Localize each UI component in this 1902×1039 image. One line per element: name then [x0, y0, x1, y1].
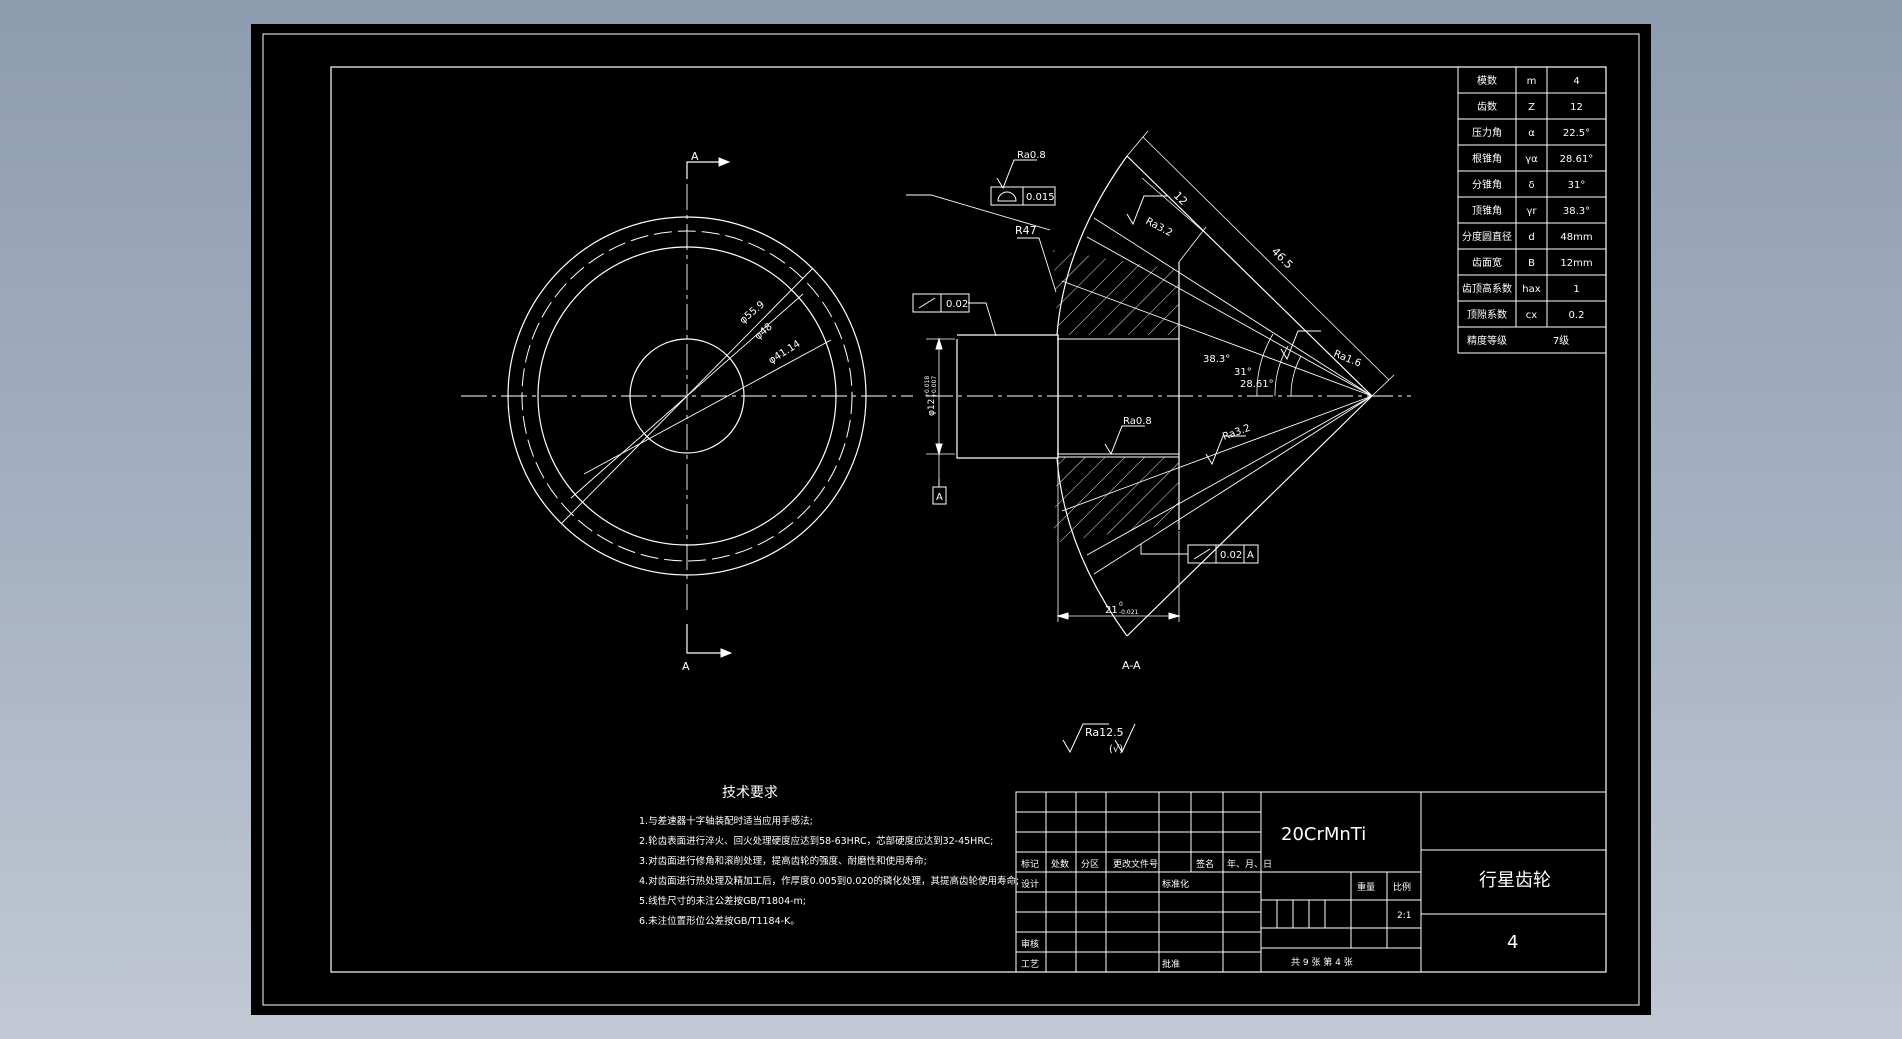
cone-distance-dim: 46.5: [1269, 245, 1296, 272]
gtol-runout1-value: 0.02: [946, 299, 968, 310]
param-symbol: γα: [1525, 154, 1538, 165]
angle-root: 28.61°: [1240, 379, 1274, 390]
front-dim-1: φ55.9: [738, 299, 767, 326]
section-label-top: A: [691, 150, 699, 163]
drawing-number: 4: [1507, 932, 1518, 953]
front-dim-2: φ48: [753, 321, 775, 342]
section-view: [906, 130, 1411, 637]
rev-header-mark: 标记: [1021, 858, 1039, 870]
gtol-profile-value: 0.015: [1026, 192, 1055, 203]
tech-req-list: 1.与差速器十字轴装配时适当应用手感法; 2.轮齿表面进行淬火、回火处理硬度应达…: [639, 815, 1019, 927]
drawing-viewport[interactable]: A A φ55.9 φ48 φ41.14: [251, 24, 1651, 1015]
gtol-runout1-frame: [912, 293, 970, 313]
param-name: 顶锥角: [1472, 205, 1502, 217]
tech-req-item: 3.对齿面进行修角和滚削处理，提高齿轮的强度、耐磨性和使用寿命;: [639, 855, 927, 867]
param-value: 12mm: [1560, 258, 1592, 269]
svg-text:φ12: φ12: [927, 399, 937, 416]
section-view-label: A-A: [1122, 659, 1141, 672]
front-dim-3: φ41.14: [767, 339, 803, 367]
param-symbol: Z: [1528, 102, 1535, 113]
standardize-label: 标准化: [1162, 878, 1189, 890]
roughness-4: Ra0.8: [1123, 416, 1152, 427]
param-value: 31°: [1568, 180, 1586, 191]
gtol-profile-frame: [990, 186, 1056, 206]
svg-text:+0.007: +0.007: [931, 376, 938, 398]
param-name: 根锥角: [1472, 152, 1502, 165]
param-name: 齿数: [1477, 100, 1497, 113]
param-value: 0.2: [1569, 310, 1585, 321]
rev-header-zone: 分区: [1081, 859, 1099, 870]
part-name: 行星齿轮: [1479, 870, 1551, 891]
param-value: 38.3°: [1563, 206, 1590, 217]
param-symbol: γr: [1526, 206, 1537, 217]
process-label: 工艺: [1021, 959, 1039, 970]
gtol-runout2-frame: [1187, 544, 1259, 564]
param-symbol: m: [1527, 76, 1537, 87]
sheet-count: 共 9 张 第 4 张: [1291, 956, 1353, 968]
roughness-3: Ra1.6: [1332, 349, 1363, 370]
tech-req-item: 5.线性尺寸的未注公差按GB/T1804-m;: [639, 895, 806, 907]
param-value: 4: [1573, 76, 1579, 87]
section-label-bottom: A: [682, 660, 690, 673]
rev-header-date: 年、月、日: [1227, 858, 1272, 870]
roughness-2: Ra3.2: [1144, 216, 1175, 239]
tech-req-item: 2.轮齿表面进行淬火、回火处理硬度应达到58-63HRC，芯部硬度应达到32-4…: [639, 835, 993, 847]
general-roughness-suffix: (√): [1109, 744, 1123, 755]
angle-pitch: 31°: [1234, 367, 1252, 378]
param-name: 分度圆直径: [1462, 230, 1512, 243]
title-block: [1015, 791, 1607, 973]
roughness-5: Ra3.2: [1221, 423, 1252, 443]
param-symbol: cx: [1526, 310, 1537, 321]
width-tol-lower: -0.021: [1119, 609, 1139, 616]
tech-req-title: 技术要求: [722, 785, 778, 801]
param-symbol: δ: [1528, 180, 1534, 191]
param-symbol: B: [1528, 258, 1535, 269]
param-symbol: d: [1528, 232, 1534, 243]
rev-header-doc: 更改文件号: [1113, 858, 1158, 870]
material: 20CrMnTi: [1281, 824, 1366, 845]
designer-label: 设计: [1021, 878, 1039, 890]
param-name: 齿面宽: [1472, 256, 1502, 269]
width-tol-upper: 0: [1119, 601, 1123, 608]
general-roughness-symbol: [1062, 723, 1136, 754]
param-symbol: hax: [1522, 284, 1540, 295]
rev-header-sign: 签名: [1196, 858, 1214, 870]
drawing-frame: [330, 66, 1607, 973]
bore-dimension: φ12 +0.018 +0.007: [924, 376, 938, 416]
sheet-outer-border: [262, 33, 1640, 1006]
scale-value: 2:1: [1397, 911, 1411, 921]
param-name: 分锥角: [1472, 179, 1502, 191]
gtol-runout2-value: 0.02: [1220, 550, 1242, 561]
param-name: 压力角: [1472, 126, 1502, 139]
param-name: 精度等级: [1467, 334, 1507, 347]
param-symbol: α: [1528, 128, 1535, 139]
angle-tip: 38.3°: [1203, 354, 1230, 365]
param-value: 48mm: [1560, 232, 1592, 243]
param-value: 28.61°: [1560, 154, 1594, 165]
svg-text:+0.018: +0.018: [924, 376, 931, 398]
gtol-runout2-datum: A: [1247, 550, 1254, 561]
param-value: 22.5°: [1563, 128, 1590, 139]
weight-label: 重量: [1357, 881, 1375, 893]
radius-label: R47: [1015, 224, 1037, 237]
tech-req-item: 1.与差速器十字轴装配时适当应用手感法;: [639, 815, 813, 827]
general-roughness-value: Ra12.5: [1085, 726, 1124, 739]
scale-label: 比例: [1393, 881, 1411, 893]
front-view: [461, 157, 913, 658]
param-name: 顶隙系数: [1467, 308, 1507, 321]
param-name: 齿顶高系数: [1462, 282, 1512, 295]
checker-label: 审核: [1021, 938, 1039, 950]
param-value: 12: [1570, 102, 1583, 113]
rev-header-count: 处数: [1051, 858, 1069, 870]
roughness-1: Ra0.8: [1017, 150, 1046, 161]
datum-a-label: A: [936, 492, 943, 503]
approve-label: 批准: [1162, 958, 1180, 970]
param-value: 1: [1573, 284, 1579, 295]
width-dim: 21: [1105, 605, 1118, 616]
gear-parameter-table: 模数 m 4 齿数 Z 12 压力角 α 22.5° 根锥角 γα 28.61° 分锥角 δ 31° 顶锥角 γ…: [1457, 66, 1607, 354]
tech-req-item: 4.对齿面进行热处理及精加工后，作厚度0.005到0.020的磷化处理，其提高齿…: [639, 875, 1019, 887]
param-name: 模数: [1477, 74, 1497, 87]
tech-req-item: 6.未注位置形位公差按GB/T1184-K。: [639, 915, 800, 927]
param-value: 7级: [1553, 335, 1569, 347]
